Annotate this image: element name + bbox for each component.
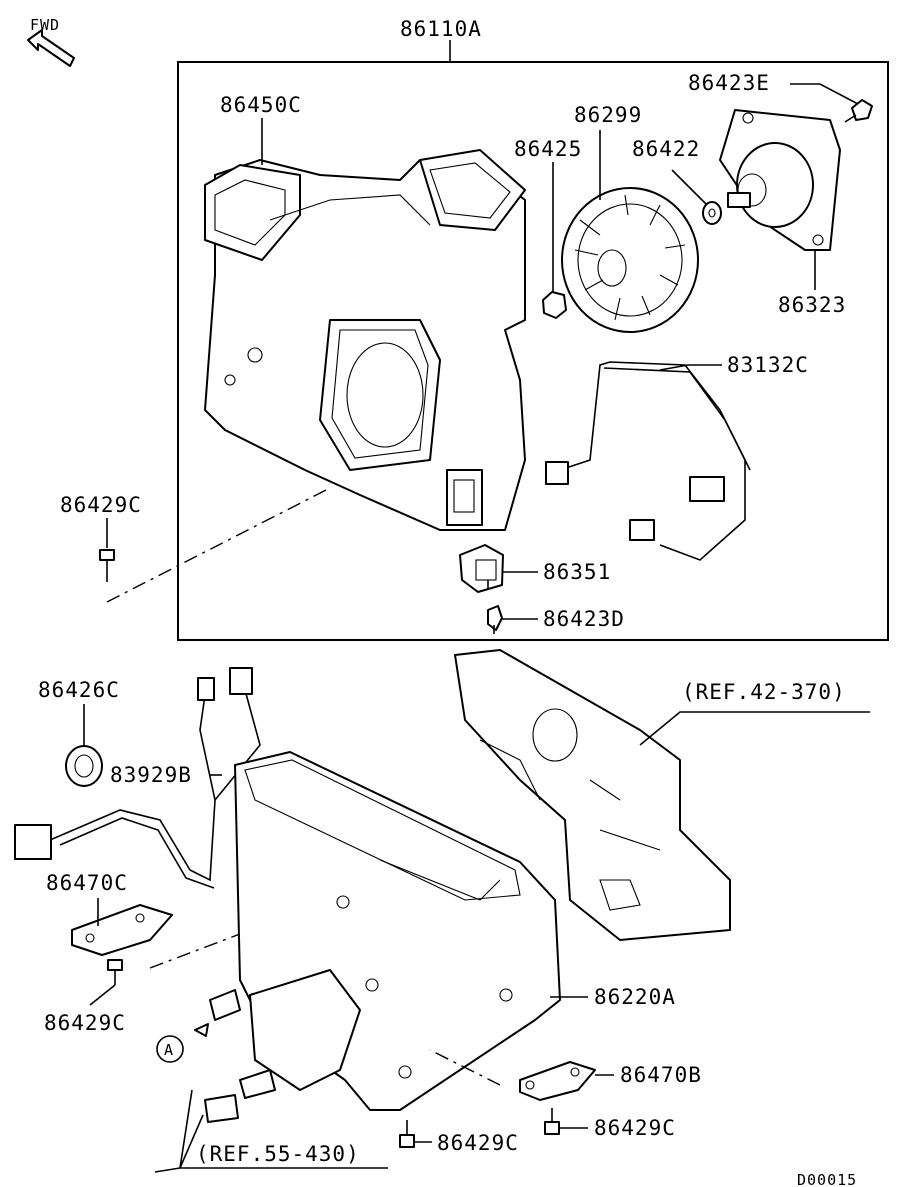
- label-83132C: 83132C: [727, 353, 809, 377]
- callout-a: A: [156, 1023, 209, 1063]
- label-86220A: 86220A: [594, 985, 676, 1009]
- blower-assembly-frame: [177, 61, 889, 641]
- label-86110A: 86110A: [400, 17, 482, 41]
- svg-text:A: A: [164, 1041, 174, 1059]
- label-86450C: 86450C: [220, 93, 302, 117]
- washer-86422-drawing: [702, 201, 722, 225]
- harness-83929B-drawing: [14, 667, 261, 889]
- label-86299: 86299: [574, 103, 642, 127]
- screw-86423E-icon: [844, 99, 873, 123]
- bolt-86429C-br-icon: [544, 1108, 560, 1135]
- label-ref-42-370: (REF.42-370): [682, 680, 846, 704]
- blower-fan-86299-drawing: [561, 187, 699, 333]
- fwd-label: FWD: [30, 16, 60, 34]
- bolt-86429C-top-icon: [99, 549, 115, 582]
- label-86470C: 86470C: [46, 871, 128, 895]
- blower-case-drawing: [204, 149, 526, 531]
- bracket-86470C-drawing: [71, 904, 173, 956]
- fwd-arrow-icon: FWD: [27, 16, 75, 67]
- screw-86423D-icon: [487, 605, 503, 634]
- resistor-86351-drawing: [459, 544, 504, 593]
- label-86423D: 86423D: [543, 607, 625, 631]
- label-86470B: 86470B: [620, 1063, 702, 1087]
- bracket-86470B-drawing: [519, 1061, 596, 1101]
- label-86422: 86422: [632, 137, 700, 161]
- label-86429C-bc: 86429C: [437, 1131, 519, 1155]
- label-86323: 86323: [778, 293, 846, 317]
- diagram-code: D00015: [797, 1171, 857, 1187]
- heater-unit-86220A-drawing: [204, 751, 561, 1123]
- label-86429C-br: 86429C: [594, 1116, 676, 1140]
- harness-83132C-drawing: [545, 361, 751, 561]
- label-86351: 86351: [543, 560, 611, 584]
- nut-86425-drawing: [542, 291, 567, 319]
- label-86429C-left: 86429C: [44, 1011, 126, 1035]
- label-86426C: 86426C: [38, 678, 120, 702]
- grommet-86426C-drawing: [65, 745, 103, 787]
- bolt-86429C-bc-icon: [399, 1120, 415, 1148]
- label-86429C-top: 86429C: [60, 493, 142, 517]
- bolt-86429C-left-icon: [107, 959, 123, 985]
- label-86425: 86425: [514, 137, 582, 161]
- blower-motor-86323-drawing: [719, 109, 841, 251]
- vehicle-body-structure-drawing: [454, 649, 731, 941]
- label-ref-55-430: (REF.55-430): [196, 1142, 360, 1166]
- label-83929B: 83929B: [110, 763, 192, 787]
- label-86423E: 86423E: [688, 71, 770, 95]
